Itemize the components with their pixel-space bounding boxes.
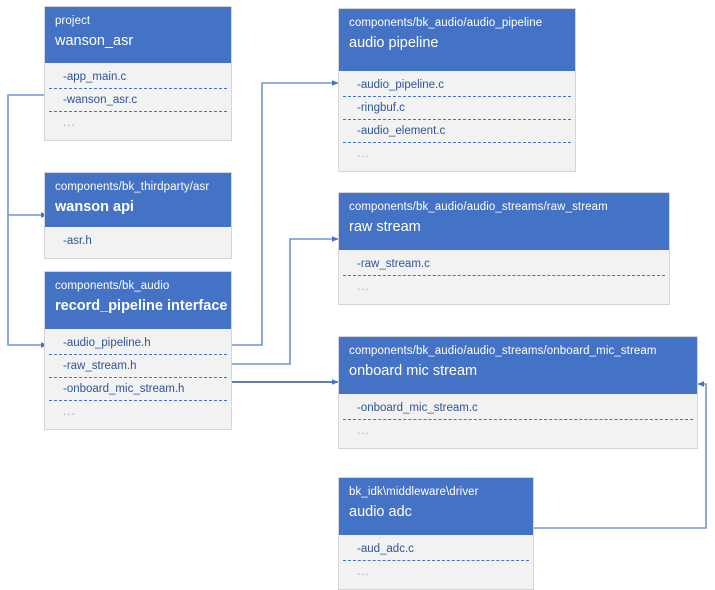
node-body: -raw_stream.c ... (339, 250, 669, 304)
node-path: components/bk_audio/audio_pipeline (349, 17, 543, 29)
node-onboard-mic-stream[interactable]: components/bk_audio/audio_streams/onboar… (338, 336, 698, 449)
node-item[interactable]: -audio_pipeline.c (343, 74, 571, 97)
node-item[interactable]: -asr.h (63, 235, 92, 247)
node-item[interactable]: -raw_stream.h (49, 355, 227, 378)
node-item-ellipsis: ... (63, 406, 76, 418)
node-audio-pipeline[interactable]: components/bk_audio/audio_pipeline audio… (338, 8, 576, 172)
node-item-ellipsis: ... (357, 148, 370, 160)
node-title: audio adc (349, 504, 412, 520)
node-item-ellipsis: ... (357, 566, 370, 578)
node-body: -asr.h (45, 227, 231, 258)
node-title: record_pipeline interface (55, 298, 228, 314)
node-path: components/bk_audio (55, 280, 170, 292)
node-header: components/bk_audio/audio_streams/raw_st… (339, 193, 669, 250)
node-title: raw stream (349, 219, 421, 235)
node-header: components/bk_audio record_pipeline inte… (45, 272, 231, 329)
connector-audio-pipeline-h-to-audio-pipeline (231, 80, 339, 346)
node-audio-adc[interactable]: bk_idk\middleware\driver audio adc -aud_… (338, 477, 534, 590)
node-title: wanson api (55, 199, 134, 215)
node-item[interactable]: -wanson_asr.c (49, 89, 227, 112)
node-item[interactable]: -app_main.c (49, 66, 227, 89)
node-path: project (55, 15, 91, 27)
node-body: -audio_pipeline.c -ringbuf.c -audio_elem… (339, 71, 575, 171)
node-header: bk_idk\middleware\driver audio adc (339, 478, 533, 535)
node-path: components/bk_thirdparty/asr (55, 181, 210, 193)
node-header: components/bk_audio/audio_streams/onboar… (339, 337, 697, 394)
node-title: wanson_asr (55, 33, 134, 49)
node-body: -audio_pipeline.h -raw_stream.h -onboard… (45, 329, 231, 429)
node-item[interactable]: -onboard_mic_stream.c (343, 397, 693, 420)
node-wanson-api[interactable]: components/bk_thirdparty/asr wanson api … (44, 172, 232, 259)
node-raw-stream[interactable]: components/bk_audio/audio_streams/raw_st… (338, 192, 670, 305)
node-title: audio pipeline (349, 35, 439, 51)
node-body: -app_main.c -wanson_asr.c ... (45, 63, 231, 140)
node-item[interactable]: -onboard_mic_stream.h (49, 378, 227, 401)
node-path: components/bk_audio/audio_streams/raw_st… (349, 201, 608, 213)
connector-raw-stream-h-to-raw-stream (231, 236, 339, 365)
node-body: -onboard_mic_stream.c ... (339, 394, 697, 448)
node-item[interactable]: -raw_stream.c (343, 253, 665, 276)
node-item[interactable]: -ringbuf.c (343, 97, 571, 120)
node-item-ellipsis: ... (357, 281, 370, 293)
node-item-ellipsis: ... (63, 117, 76, 129)
node-header: project wanson_asr (45, 7, 231, 63)
connector-wanson-asr-c-to-wanson-api (7, 94, 48, 218)
node-project[interactable]: project wanson_asr -app_main.c -wanson_a… (44, 6, 232, 141)
node-path: bk_idk\middleware\driver (349, 486, 479, 498)
node-item[interactable]: -audio_pipeline.h (49, 332, 227, 355)
node-record-pipeline-interface[interactable]: components/bk_audio record_pipeline inte… (44, 271, 232, 430)
node-title: onboard mic stream (349, 363, 478, 379)
node-item-ellipsis: ... (357, 425, 370, 437)
node-item[interactable]: -audio_element.c (343, 120, 571, 143)
node-header: components/bk_audio/audio_pipeline audio… (339, 9, 575, 71)
node-body: -aud_adc.c ... (339, 535, 533, 589)
node-item[interactable]: -aud_adc.c (343, 538, 529, 561)
node-header: components/bk_thirdparty/asr wanson api (45, 173, 231, 227)
connector-wanson-asr-c-to-record-pipeline (7, 215, 48, 348)
node-path: components/bk_audio/audio_streams/onboar… (349, 345, 657, 357)
